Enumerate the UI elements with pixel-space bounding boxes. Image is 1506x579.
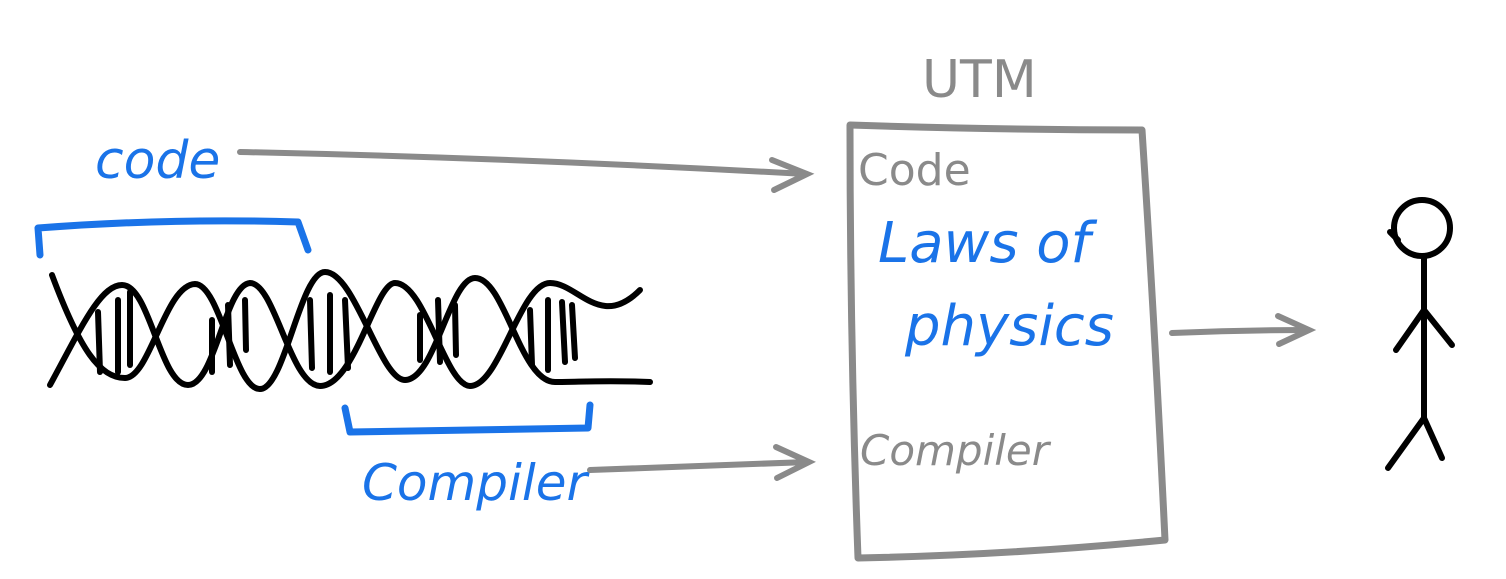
compiler-label: Compiler <box>362 454 590 512</box>
stick-figure-person-icon <box>1385 197 1455 471</box>
compiler-arrow <box>587 444 816 481</box>
output-arrow <box>1169 313 1317 347</box>
code-bracket <box>34 217 312 259</box>
compiler-bracket <box>341 401 594 436</box>
utm-box <box>846 121 1169 562</box>
utm-title: UTM <box>922 50 1037 110</box>
code-label: code <box>95 131 220 191</box>
utm-compiler-label: Compiler <box>860 426 1052 475</box>
utm-code-label: Code <box>858 145 971 196</box>
laws-of-physics-line1: Laws of <box>878 211 1098 276</box>
code-arrow <box>237 149 815 193</box>
laws-of-physics-line2: physics <box>904 294 1114 359</box>
dna-double-helix-icon <box>47 268 653 393</box>
